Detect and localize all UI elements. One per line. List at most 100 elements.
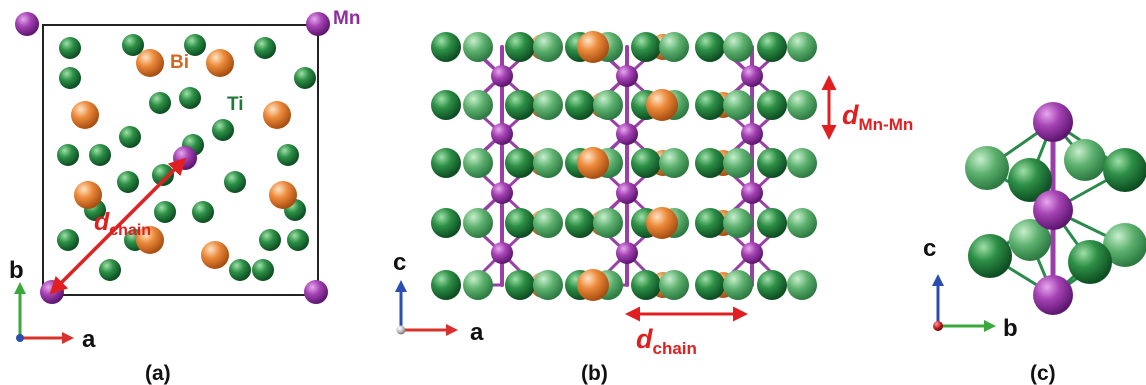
d-chain-label-a: dchain <box>94 208 151 239</box>
ti-atom <box>757 208 787 238</box>
bi-atom <box>577 269 609 301</box>
ti-atom <box>533 270 563 300</box>
panel-c: c b (c) <box>923 102 1146 385</box>
mn-atom <box>616 242 638 264</box>
ti-atom <box>224 171 246 193</box>
ti-atom <box>505 148 535 178</box>
panel-c-atoms <box>965 102 1146 315</box>
axis-indicator-b: c a <box>393 249 484 346</box>
ti-atom <box>757 90 787 120</box>
mn-atom <box>741 182 763 204</box>
ti-atom <box>254 37 276 59</box>
caption-a: (a) <box>145 362 171 385</box>
mn-atom <box>15 12 39 36</box>
axis-indicator-c: c b <box>923 235 1018 342</box>
ti-atom <box>119 126 141 148</box>
mn-atom <box>304 280 328 304</box>
axis-label-c-vertical-c: c <box>923 235 936 262</box>
mn-atom <box>616 123 638 145</box>
bi-atom <box>646 89 678 121</box>
ti-atom <box>533 90 563 120</box>
mn-atom <box>741 65 763 87</box>
ti-atom <box>631 270 661 300</box>
ti-atom <box>122 34 144 56</box>
ti-atom <box>212 119 234 141</box>
ti-atom <box>631 148 661 178</box>
d-mn-mn-label: dMn-Mn <box>842 100 913 134</box>
ti-atom <box>787 148 817 178</box>
mn-atom <box>741 123 763 145</box>
ti-atom <box>1008 158 1052 202</box>
ti-atom <box>59 37 81 59</box>
mn-atom <box>616 182 638 204</box>
mn-atom <box>1033 190 1073 230</box>
ti-atom <box>533 32 563 62</box>
ti-atom <box>99 259 121 281</box>
caption-c: (c) <box>1030 362 1056 385</box>
ti-atom <box>431 208 461 238</box>
ti-atom <box>431 90 461 120</box>
ti-atom <box>179 87 201 109</box>
bi-atom <box>71 101 99 129</box>
ti-atom <box>294 67 316 89</box>
ti-atom <box>533 208 563 238</box>
ti-atom <box>431 148 461 178</box>
mn-atom <box>1033 102 1073 142</box>
caption-b: (b) <box>581 362 608 385</box>
ti-atom <box>59 67 81 89</box>
unit-cell-box <box>42 24 319 296</box>
bi-atom <box>577 31 609 63</box>
ti-atom <box>695 270 725 300</box>
panel-b-atoms <box>431 31 817 301</box>
ti-atom <box>149 92 171 114</box>
bi-label: Bi <box>170 52 189 73</box>
mn-label: Mn <box>333 8 360 29</box>
ti-atom <box>117 171 139 193</box>
ti-atom <box>505 32 535 62</box>
ti-atom <box>723 90 753 120</box>
ti-atom <box>659 32 689 62</box>
ti-atom <box>723 148 753 178</box>
ti-atom <box>533 148 563 178</box>
ti-atom <box>505 270 535 300</box>
ti-atom <box>695 208 725 238</box>
axis-label-a-horizontal-a: a <box>82 326 96 353</box>
bi-atom <box>577 147 609 179</box>
bi-atom <box>74 181 102 209</box>
bi-atom <box>206 49 234 77</box>
ti-atom <box>695 32 725 62</box>
ti-atom <box>1068 240 1112 284</box>
bi-atom <box>263 101 291 129</box>
ti-atom <box>631 32 661 62</box>
ti-atom <box>184 34 206 56</box>
mn-atom <box>491 242 513 264</box>
axis-indicator-a: b a <box>9 257 96 353</box>
ti-atom <box>757 148 787 178</box>
ti-atom <box>505 208 535 238</box>
ti-atom <box>565 90 595 120</box>
ti-atom <box>757 270 787 300</box>
ti-atom <box>593 90 623 120</box>
mn-atom <box>306 12 330 36</box>
d-chain-arrow <box>49 157 187 295</box>
ti-atom <box>968 234 1012 278</box>
ti-atom <box>787 90 817 120</box>
bi-atom <box>201 241 229 269</box>
ti-label: Ti <box>227 94 244 115</box>
mn-atom <box>616 65 638 87</box>
bi-atom <box>269 181 297 209</box>
ti-atom <box>463 32 493 62</box>
ti-atom <box>431 32 461 62</box>
ti-atom <box>463 208 493 238</box>
ti-atom <box>1103 223 1146 267</box>
panel-a: Mn Bi Ti dchain b a (a) <box>9 8 360 385</box>
ti-atom <box>89 144 111 166</box>
ti-atom <box>57 144 79 166</box>
ti-atom <box>287 229 309 251</box>
ti-atom <box>659 270 689 300</box>
ti-atom <box>787 208 817 238</box>
ti-atom <box>723 32 753 62</box>
axis-label-b-vertical-a: b <box>9 257 24 284</box>
ti-atom <box>463 148 493 178</box>
d-chain-label-b: dchain <box>636 324 697 358</box>
